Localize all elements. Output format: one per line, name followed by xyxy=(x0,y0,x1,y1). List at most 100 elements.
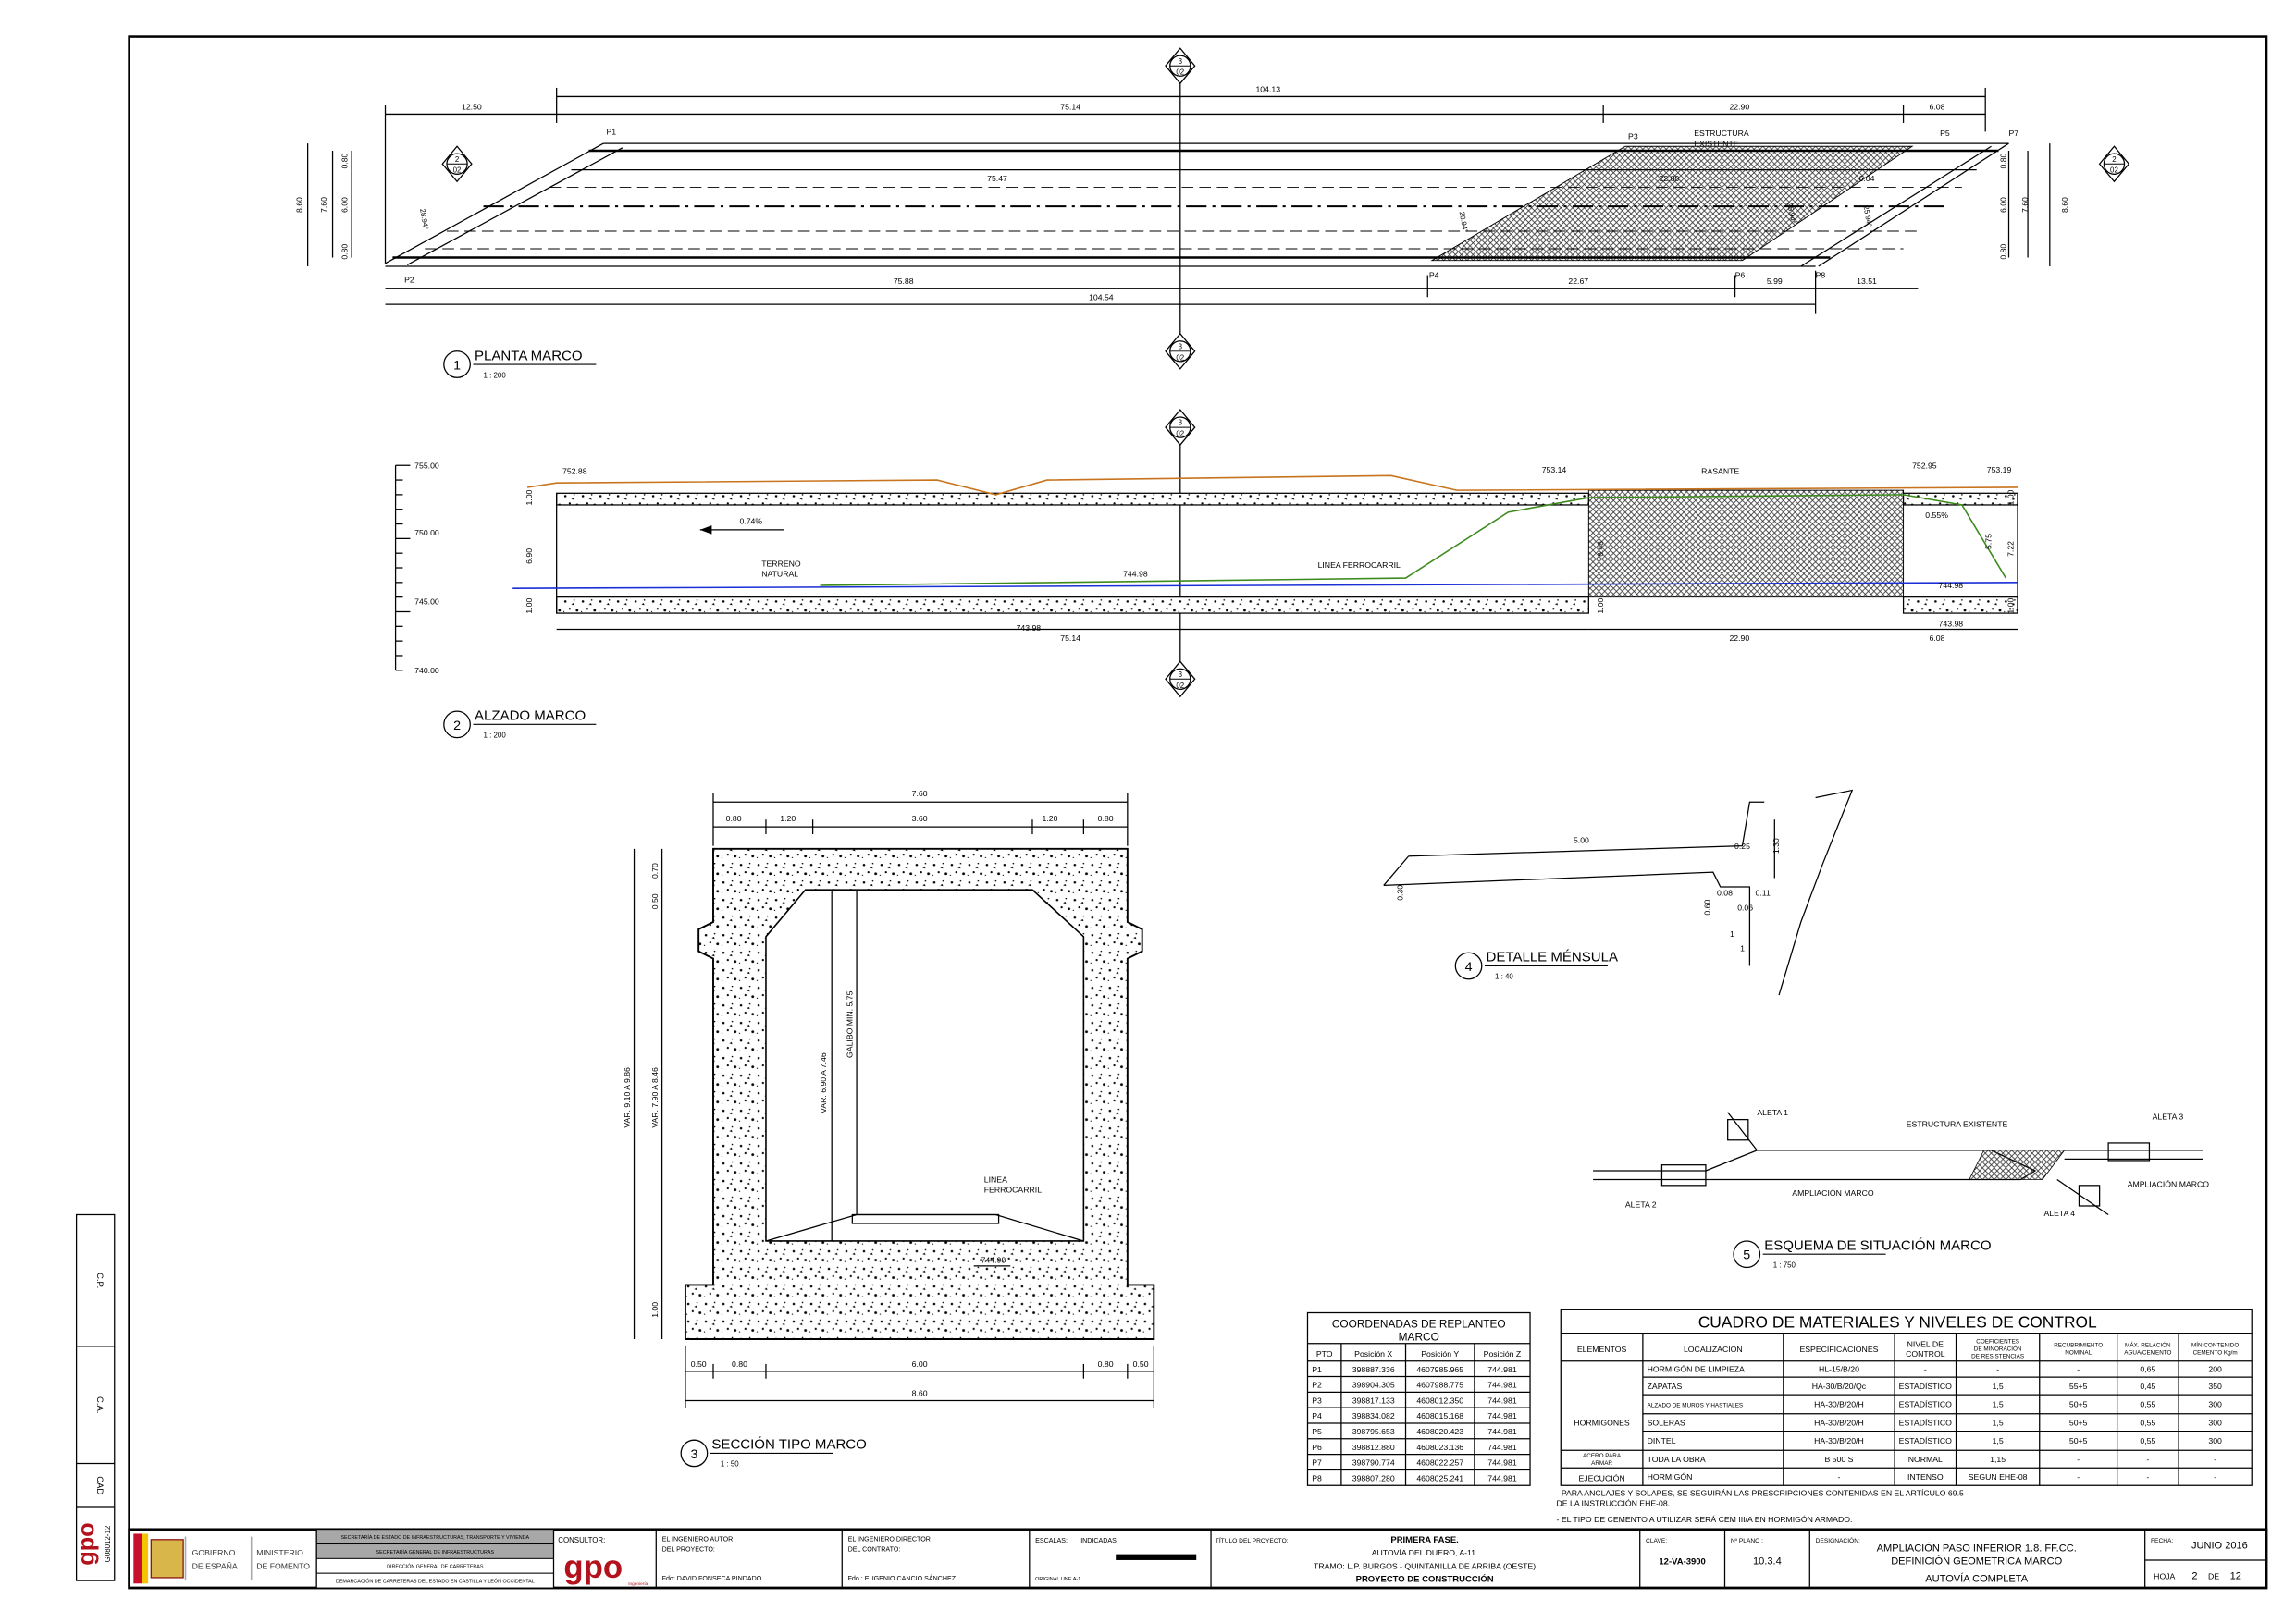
table-cell: HORMIGÓN xyxy=(1648,1472,1693,1482)
level-label: 744.98 xyxy=(1939,581,1964,590)
table-cell: P1 xyxy=(1312,1365,1322,1374)
project-title: AUTOVÍA DEL DUERO, A-11. xyxy=(1372,1548,1478,1557)
project-title: PROYECTO DE CONSTRUCCIÓN xyxy=(1356,1574,1494,1585)
materials-table: CUADRO DE MATERIALES Y NIVELES DE CONTRO… xyxy=(1560,1309,2253,1486)
project-title-label: TÍTULO DEL PROYECTO: xyxy=(1216,1536,1289,1544)
view-title: DETALLE MÉNSULA xyxy=(1487,950,1618,965)
date-label: FECHA: xyxy=(2151,1538,2173,1544)
table-cell: 4608025.241 xyxy=(1416,1473,1463,1482)
existing-structure-label: EXISTENTE xyxy=(1694,139,1738,148)
table-cell: DINTEL xyxy=(1648,1436,1676,1445)
table-cell: 744.981 xyxy=(1487,1396,1517,1405)
point-label: P7 xyxy=(2009,129,2019,138)
drawing-code: G08012-12 xyxy=(104,1526,112,1563)
sheet-number: 2 xyxy=(2191,1571,2197,1582)
view-title: PLANTA MARCO xyxy=(475,348,583,363)
table-cell: HL-15/B/20 xyxy=(1819,1365,1859,1374)
marker-sheet: 02 xyxy=(1176,430,1184,438)
table-cell: 4608020.423 xyxy=(1416,1427,1463,1436)
slope-label: 0.74% xyxy=(739,517,762,526)
director-label: EL INGENIERO DIRECTOR xyxy=(848,1535,931,1543)
marker-number: 3 xyxy=(1179,419,1183,427)
dimension-label: 0.80 xyxy=(726,814,742,823)
column-header: AGUA/CEMENTO xyxy=(2124,1350,2171,1357)
project-title: PRIMERA FASE. xyxy=(1390,1535,1458,1545)
table-cell: 0,45 xyxy=(2140,1382,2155,1391)
view-scale: 1 : 40 xyxy=(1495,973,1513,981)
axis-label: 745.00 xyxy=(414,597,439,607)
dimension-label: 1 xyxy=(1730,929,1734,939)
view-number-circle xyxy=(1733,1240,1761,1269)
table-cell: 398834.082 xyxy=(1352,1411,1395,1420)
dimension-label: 7.60 xyxy=(2020,197,2030,213)
table-cell: INTENSO xyxy=(1907,1472,1944,1482)
dimension-label: 0.50 xyxy=(691,1359,707,1369)
level-label: 753.19 xyxy=(1987,465,2012,474)
dimension-label: 0.80 xyxy=(1998,153,2007,168)
table-cell: - xyxy=(2146,1455,2149,1464)
table-cell: - xyxy=(1996,1365,1999,1374)
row-group-label: EJECUCIÓN xyxy=(1578,1473,1624,1482)
dimension-label: 22.67 xyxy=(1568,277,1588,286)
table-cell: 744.981 xyxy=(1487,1381,1517,1390)
column-header: ESPECIFICACIONES xyxy=(1799,1345,1878,1354)
sheet-frame xyxy=(128,35,2268,1590)
marker-sheet: 02 xyxy=(1176,682,1184,690)
department-label: DEMARCACIÓN DE CARRETERAS DEL ESTADO EN … xyxy=(336,1578,535,1584)
table-cell: 4608012.350 xyxy=(1416,1396,1463,1405)
marker-sheet: 02 xyxy=(1176,68,1184,77)
angle-label: 28.94° xyxy=(1458,211,1470,233)
director-label: DEL CONTRATO: xyxy=(848,1545,901,1553)
title-block xyxy=(128,1528,2268,1590)
row-group-label: HORMIGONES xyxy=(1574,1418,1630,1427)
department-label: DIRECCIÓN GENERAL DE CARRETERAS xyxy=(387,1564,484,1570)
table-cell: - xyxy=(1924,1365,1927,1374)
table-cell: 50+5 xyxy=(2069,1418,2088,1427)
dimension-label: 1.20 xyxy=(780,814,796,823)
dimension-label: 1.00 xyxy=(2006,598,2015,614)
dimension-label: 1 xyxy=(1740,944,1745,953)
dimension-label: 0.80 xyxy=(339,153,349,168)
table-cell: HA-30/B/20/H xyxy=(1814,1400,1864,1409)
table-cell: 1,5 xyxy=(1993,1400,2004,1409)
table-cell: P8 xyxy=(1312,1473,1322,1482)
level-label: 743.98 xyxy=(1017,623,1042,633)
table-cell: - xyxy=(2077,1455,2080,1464)
view-scale: 1 : 200 xyxy=(484,371,507,379)
table-cell: - xyxy=(2077,1472,2080,1482)
dimension-label: 22.80 xyxy=(1659,174,1679,183)
angle-label: 25.94° xyxy=(1861,205,1873,227)
table-cell: 300 xyxy=(2208,1436,2222,1445)
view-scale: 1 : 200 xyxy=(484,732,507,740)
marker-number: 3 xyxy=(1179,342,1183,350)
table-cell: 300 xyxy=(2208,1400,2222,1409)
dimension-label: 1.00 xyxy=(1596,598,1605,614)
railway-label: LINEA FERROCARRIL xyxy=(1318,560,1401,570)
table-cell: 1,5 xyxy=(1993,1436,2004,1445)
point-label: P2 xyxy=(404,275,414,284)
angle-label: 28.94° xyxy=(418,208,430,230)
view-title: SECCIÓN TIPO MARCO xyxy=(711,1437,866,1453)
scheme-label: AMPLIACIÓN MARCO xyxy=(2128,1179,2210,1188)
table-cell: 398817.133 xyxy=(1352,1396,1395,1405)
table-cell: - xyxy=(2146,1472,2149,1482)
table-cell: P3 xyxy=(1312,1396,1322,1405)
ministerio-label: DE FOMENTO xyxy=(256,1561,310,1570)
column-header: ELEMENTOS xyxy=(1577,1345,1627,1354)
paper-size-label: ORIGINAL UNE A-1 xyxy=(1035,1577,1080,1582)
dimension-label: GALIBO MIN. 5.75 xyxy=(845,990,854,1058)
sheet-label: HOJA xyxy=(2154,1572,2175,1581)
table-cell: 200 xyxy=(2208,1365,2222,1374)
graphic-scale-bar xyxy=(1116,1554,1197,1560)
consultor-logo: gpo xyxy=(563,1549,623,1585)
consultor-label: CONSULTOR: xyxy=(558,1536,605,1544)
column-header: PTO xyxy=(1316,1349,1333,1359)
view-title: ALZADO MARCO xyxy=(475,708,586,724)
table-cell: HA-30/B/20/H xyxy=(1814,1418,1864,1427)
dimension-label: 75.14 xyxy=(1060,633,1080,643)
designation-label: DESIGNACIÓN: xyxy=(1816,1536,1860,1544)
ministerio-label: MINISTERIO xyxy=(256,1548,303,1557)
table-cell: 0,55 xyxy=(2140,1418,2155,1427)
axis-label: 740.00 xyxy=(414,666,439,675)
